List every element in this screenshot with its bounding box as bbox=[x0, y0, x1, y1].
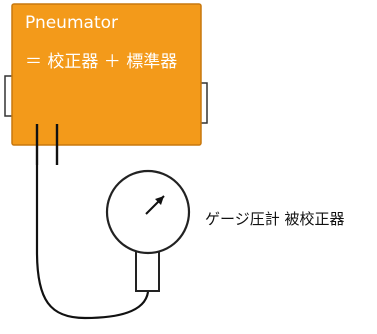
pressure-tube bbox=[35, 165, 150, 320]
gauge-label: ゲージ圧計 被校正器 bbox=[205, 210, 345, 228]
pneumator-box bbox=[11, 3, 202, 146]
pneumator-title: Pneumator bbox=[25, 13, 118, 33]
pneumator-subtitle: ＝ 校正器 ＋ 標準器 bbox=[25, 52, 178, 72]
gauge-needle-arrow-icon bbox=[155, 196, 164, 205]
gauge-stem bbox=[135, 249, 160, 292]
